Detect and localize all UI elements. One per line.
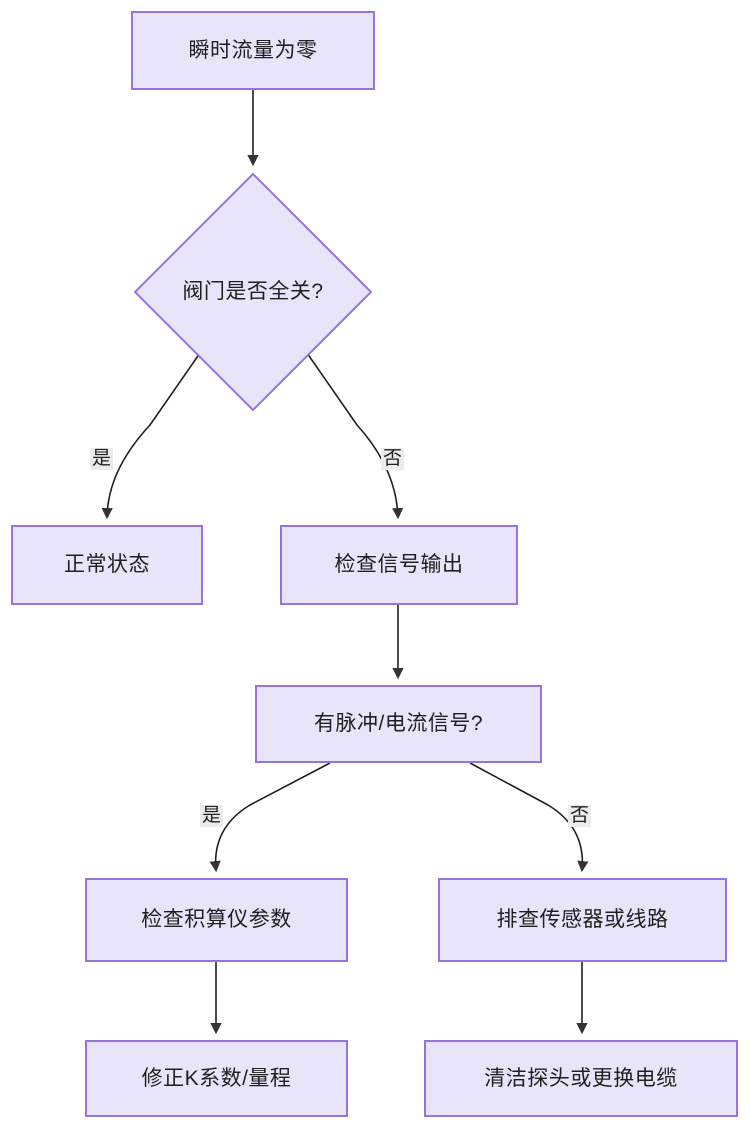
node-normal-state[interactable]: 正常状态	[11, 525, 203, 605]
node-correct-k-factor-range[interactable]: 修正K系数/量程	[85, 1040, 348, 1117]
node-label: 修正K系数/量程	[141, 1066, 292, 1090]
edge-label-yes-bottom: 是	[200, 805, 224, 827]
edge-n5-n7	[469, 762, 589, 873]
node-label: 阀门是否全关?	[182, 280, 324, 304]
node-has-pulse-current-signal-decision[interactable]: 有脉冲/电流信号?	[255, 685, 542, 763]
node-label: 正常状态	[64, 553, 150, 577]
node-valve-fully-closed-decision[interactable]: 阀门是否全关?	[134, 173, 372, 411]
edge-n5-n6	[209, 762, 331, 873]
node-instant-flow-zero[interactable]: 瞬时流量为零	[131, 11, 375, 90]
node-label: 排查传感器或线路	[496, 908, 669, 932]
edge-label-no-bottom: 否	[568, 805, 592, 827]
node-check-integrator-params[interactable]: 检查积算仪参数	[85, 878, 348, 962]
edge-label-yes-top: 是	[90, 448, 114, 470]
node-troubleshoot-sensor-or-wiring[interactable]: 排查传感器或线路	[438, 878, 727, 962]
node-label: 清洁探头或更换电缆	[484, 1066, 678, 1090]
diamond-shape	[134, 173, 372, 411]
node-label: 瞬时流量为零	[188, 38, 318, 62]
node-label: 有脉冲/电流信号?	[313, 712, 483, 736]
node-label: 检查积算仪参数	[141, 908, 292, 932]
edge-label-no-top: 否	[381, 448, 405, 470]
node-label: 检查信号输出	[334, 553, 464, 577]
node-check-signal-output[interactable]: 检查信号输出	[280, 525, 518, 605]
node-clean-probe-or-replace-cable[interactable]: 清洁探头或更换电缆	[424, 1040, 738, 1117]
